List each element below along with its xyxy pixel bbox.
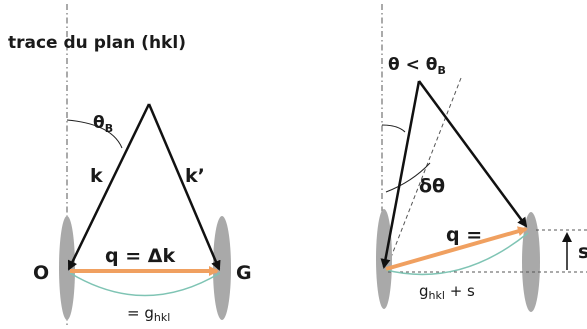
right-condition-label: θ < θB: [388, 55, 446, 77]
left-k-prime-label: k’: [185, 165, 205, 187]
right-k-prime-vector: [417, 80, 528, 228]
right-spot-o: [376, 209, 392, 309]
right-q-vector: [385, 226, 528, 271]
right-panel: θ < θB δθ q = ghkl + s s: [376, 4, 587, 312]
left-theta-arc: [66, 119, 123, 149]
left-title: trace du plan (hkl): [8, 33, 186, 53]
left-g-label: G: [236, 262, 252, 284]
left-k-prime-vector: [147, 103, 221, 271]
right-angle-arc: [381, 124, 406, 133]
right-arc: [385, 232, 529, 276]
left-spot-g: [213, 216, 231, 320]
left-q-label: q = Δk: [105, 245, 175, 267]
right-q-label: q =: [446, 224, 482, 246]
right-delta-theta-arc: [385, 162, 431, 193]
left-k-label: k: [90, 165, 103, 187]
right-tilted-dashed-line: [385, 77, 462, 271]
left-arc: [69, 272, 221, 297]
left-ghkl-label: = ghkl: [127, 304, 170, 324]
left-origin-label: O: [33, 262, 49, 284]
left-panel: trace du plan (hkl) θB k k’ q = Δk O G =…: [8, 4, 252, 325]
right-delta-theta-label: δθ: [419, 175, 445, 197]
left-k-vector: [67, 103, 151, 271]
right-k-vector: [380, 80, 421, 269]
left-theta-label: θB: [93, 113, 113, 135]
right-spot-g: [522, 212, 540, 312]
right-ghkl-label: ghkl + s: [419, 282, 475, 302]
right-s-label: s: [578, 241, 587, 263]
left-spot-o: [59, 216, 75, 320]
